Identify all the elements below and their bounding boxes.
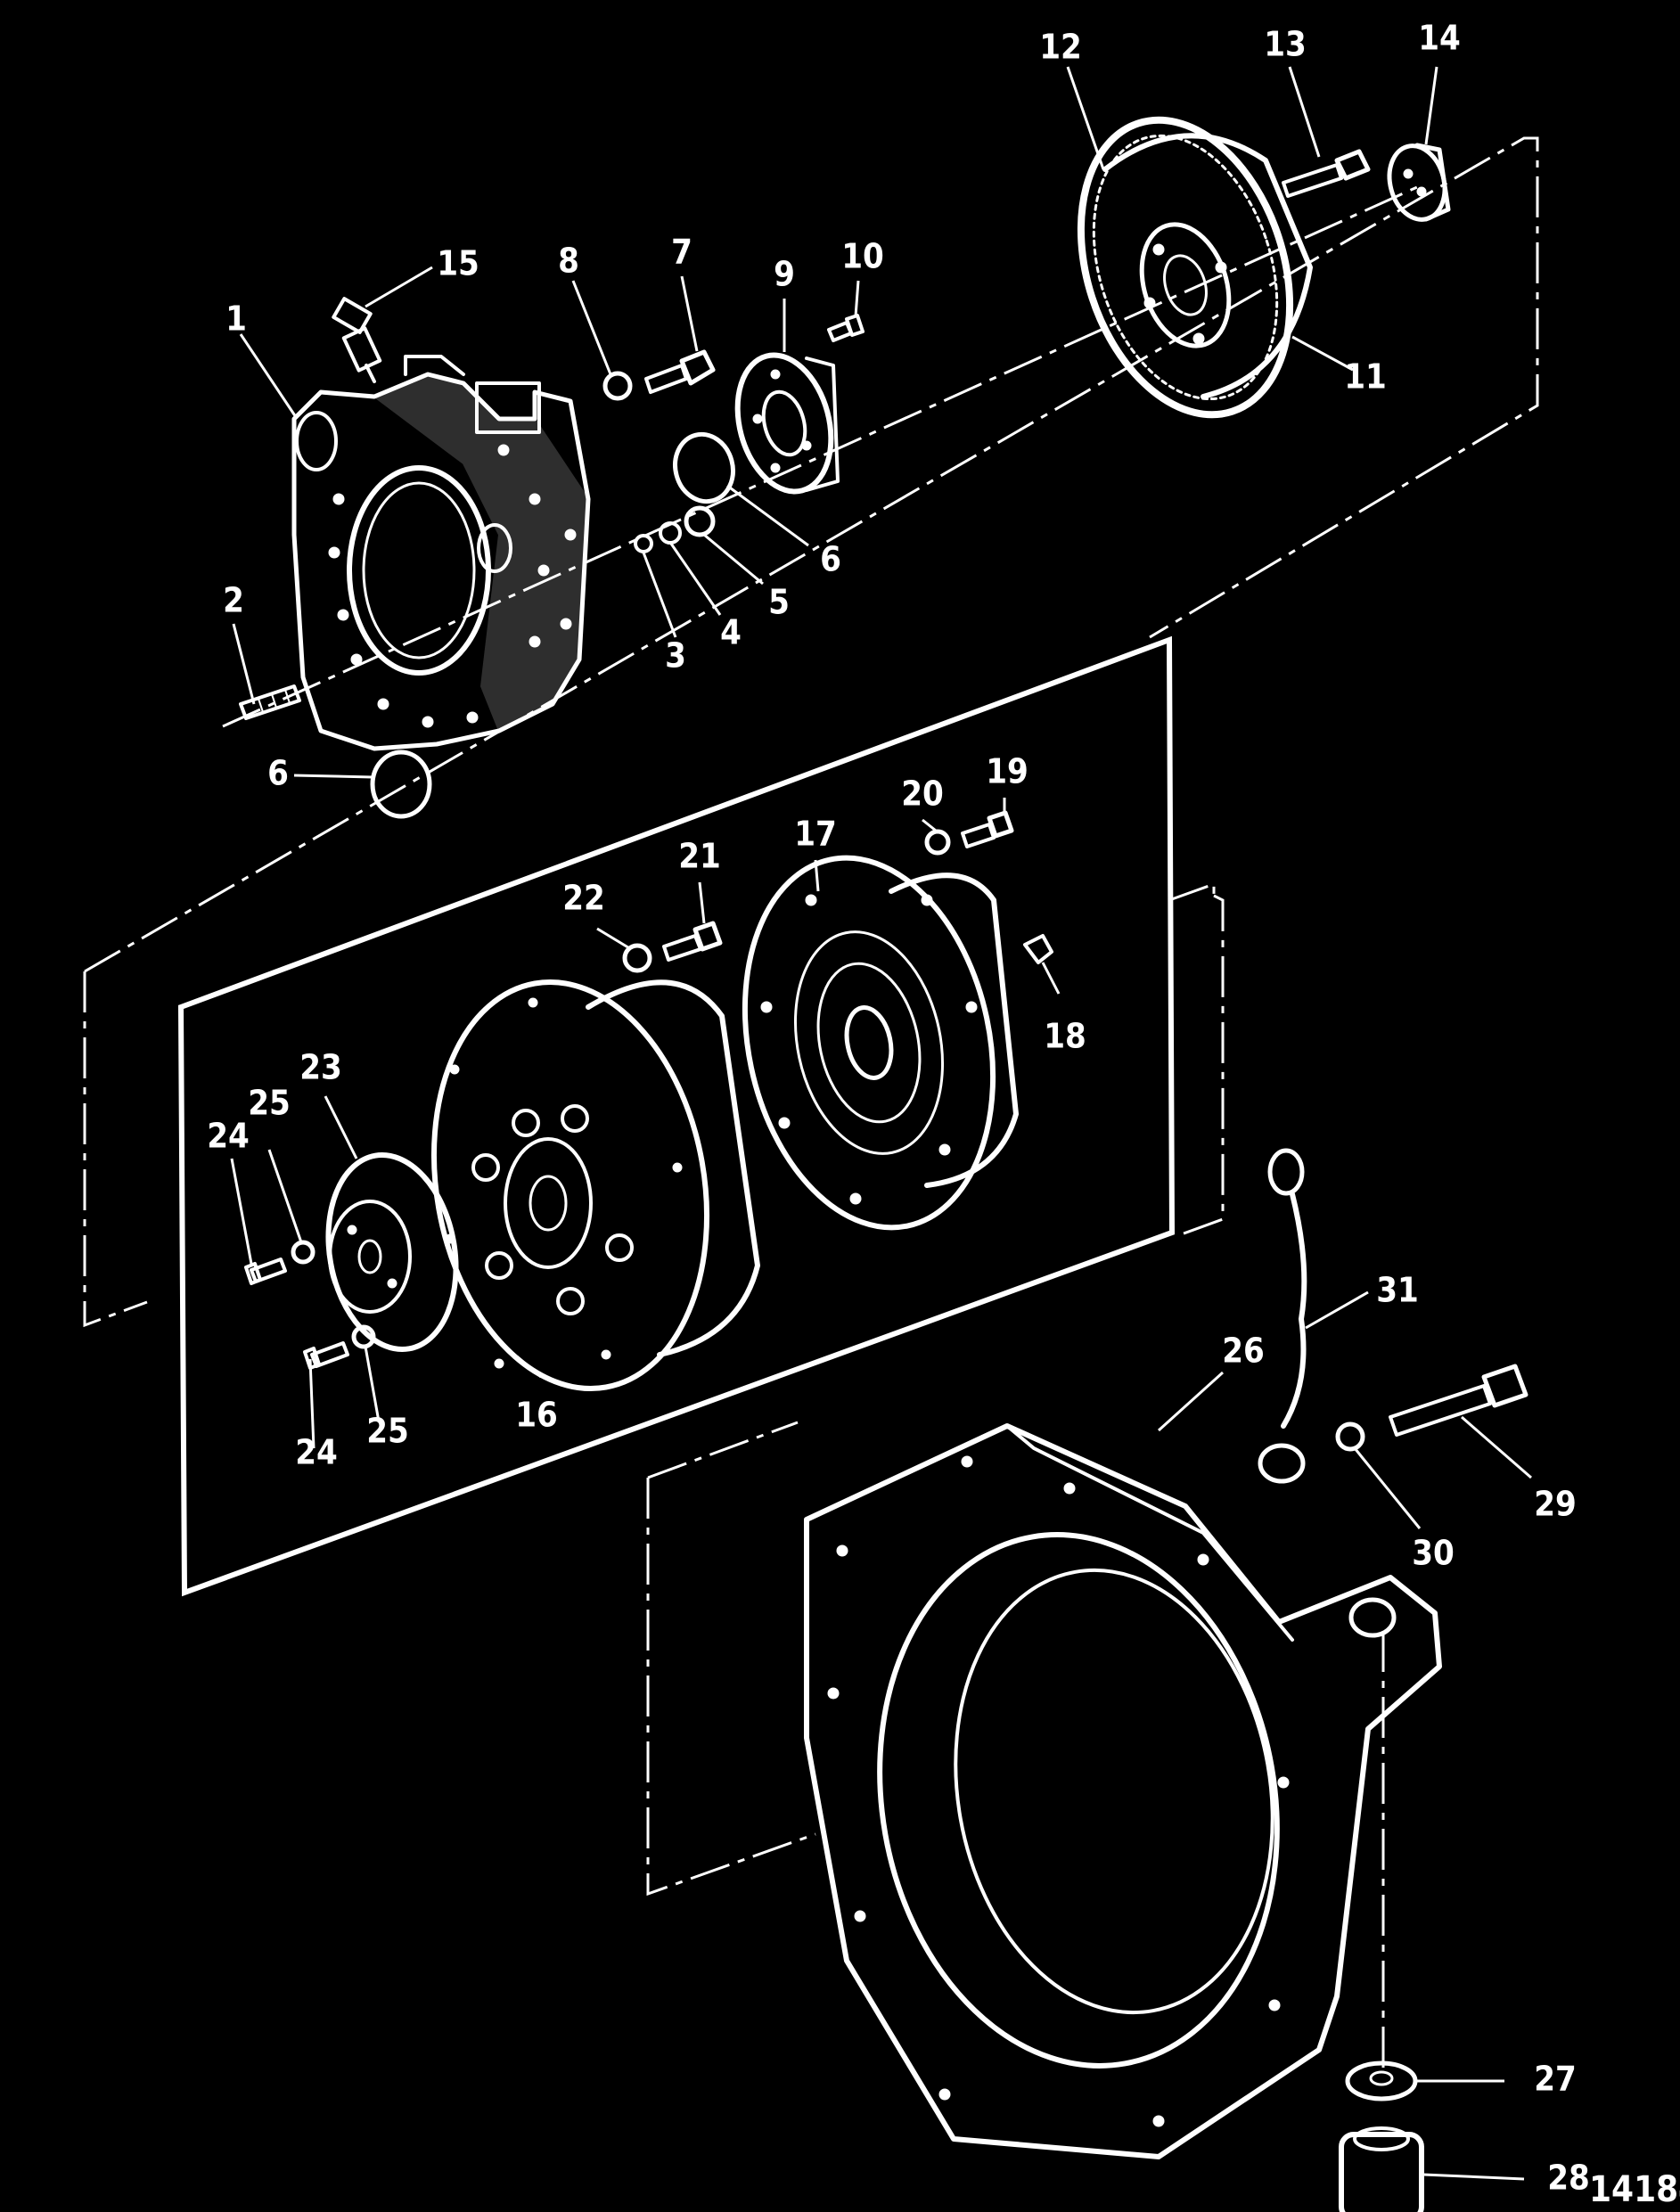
- screw-10: [827, 314, 865, 342]
- plug-18: [1023, 934, 1053, 964]
- callout-28: 28: [1547, 2159, 1590, 2198]
- mount-washer-27: [1345, 2060, 1418, 2101]
- callout-25a: 25: [248, 1084, 291, 1123]
- hub-23: [325, 1151, 459, 1353]
- callout-3: 3: [665, 636, 686, 676]
- callout-13: 13: [1264, 25, 1307, 64]
- callout-15: 15: [437, 244, 479, 283]
- callout-11: 11: [1344, 357, 1387, 397]
- lower-group-frame: [646, 1478, 816, 1897]
- callout-30: 30: [1412, 1534, 1455, 1573]
- bolt-24-lower: [303, 1341, 349, 1370]
- leader-lines: [230, 66, 1532, 2181]
- callout-25b: 25: [366, 1412, 409, 1451]
- callout-10: 10: [841, 237, 884, 276]
- rubber-mount-28: [1339, 2126, 1424, 2212]
- callout-9: 9: [774, 255, 795, 294]
- callout-4: 4: [720, 613, 742, 652]
- callout-18: 18: [1044, 1017, 1086, 1056]
- stud: [239, 684, 301, 720]
- callout-5: 5: [768, 583, 790, 622]
- callout-20: 20: [901, 774, 944, 814]
- bolt-19: [961, 810, 1014, 848]
- callout-16: 16: [515, 1396, 558, 1435]
- coupler-14: [1387, 143, 1451, 222]
- bolt-21: [662, 921, 723, 962]
- washer-20: [924, 829, 951, 856]
- flywheel: [1077, 116, 1313, 419]
- bell-housing: [804, 1423, 1442, 2159]
- callout-7: 7: [671, 233, 692, 272]
- washer-25-lower: [351, 1324, 376, 1349]
- washer-25-upper: [291, 1240, 316, 1265]
- callout-23: 23: [299, 1048, 342, 1087]
- callout-12: 12: [1039, 28, 1082, 67]
- callout-27: 27: [1534, 2060, 1577, 2099]
- washer-3: [634, 534, 653, 553]
- callout-17: 17: [794, 815, 837, 854]
- clutch-group-frame: [177, 635, 1176, 1597]
- frames: [83, 136, 1539, 2077]
- callout-8: 8: [558, 242, 579, 281]
- callouts: 1 2 3 4 5 6 6 7 8 9 10 11 12 13 14 15 16…: [207, 19, 1590, 2198]
- drawing-number: 14184: [1589, 2169, 1680, 2210]
- temperature-sender: [332, 297, 382, 383]
- callout-29: 29: [1534, 1485, 1577, 1524]
- callout-14: 14: [1418, 19, 1461, 58]
- bolt-13: [1282, 149, 1371, 198]
- nut-5: [684, 505, 716, 537]
- callout-26: 26: [1222, 1331, 1265, 1371]
- ground-strap: [1258, 1148, 1307, 1484]
- callout-24a: 24: [207, 1117, 250, 1156]
- callout-19: 19: [986, 752, 1028, 791]
- callout-31: 31: [1376, 1271, 1419, 1310]
- callout-6a: 6: [267, 754, 289, 793]
- lockwasher-30: [1335, 1421, 1365, 1452]
- callout-6b: 6: [820, 540, 841, 579]
- upper-center-line: [222, 185, 1418, 728]
- damper-plate: [430, 979, 760, 1391]
- damper-housing: [742, 855, 1019, 1231]
- washer-8: [602, 371, 633, 401]
- upper-group-frame: [83, 971, 148, 1328]
- o-ring-upper: [673, 431, 735, 504]
- callout-1: 1: [225, 299, 247, 339]
- callout-2: 2: [223, 581, 244, 620]
- bolt-29: [1389, 1364, 1528, 1437]
- o-ring-lower: [370, 750, 432, 819]
- callout-24b: 24: [295, 1433, 338, 1472]
- bolt-7: [644, 349, 716, 394]
- flywheel-housing: [291, 355, 591, 751]
- callout-21: 21: [678, 837, 721, 876]
- lockwasher-4: [659, 521, 682, 545]
- bolt-24-upper: [244, 1258, 287, 1285]
- flange-adapter: [734, 352, 840, 495]
- washer-22: [622, 943, 652, 973]
- callout-22: 22: [562, 879, 605, 918]
